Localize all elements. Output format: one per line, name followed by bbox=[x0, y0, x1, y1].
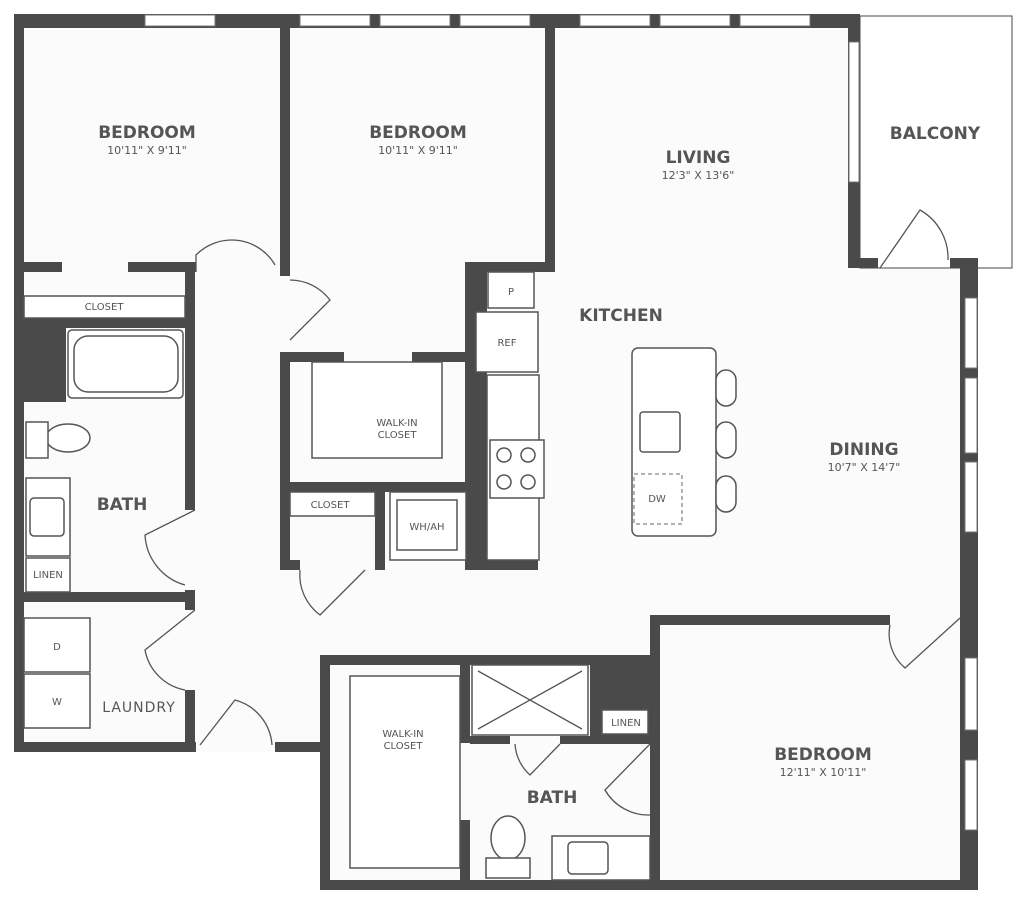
walkin1-shelf bbox=[311, 361, 443, 459]
bedroom3-label: BEDROOM bbox=[774, 745, 872, 765]
stove bbox=[489, 439, 545, 499]
pantry-label: P bbox=[508, 287, 514, 298]
linen1-box bbox=[25, 557, 71, 593]
closet2-label: CLOSET bbox=[311, 500, 351, 511]
closet1-shelf bbox=[23, 295, 186, 319]
walkin1-label-line2: CLOSET bbox=[378, 430, 418, 441]
dishwasher-outline bbox=[633, 473, 683, 525]
toilet2 bbox=[490, 815, 526, 861]
ref-box bbox=[475, 311, 539, 373]
pantry-box bbox=[487, 271, 535, 309]
toilet1 bbox=[45, 423, 91, 453]
bedroom1-size: 10'11" X 9'11" bbox=[107, 144, 187, 157]
bedroom1-label: BEDROOM bbox=[98, 123, 196, 143]
washer-label: W bbox=[52, 697, 62, 708]
bath1-label: BATH bbox=[97, 495, 148, 515]
bedroom2-size: 10'11" X 9'11" bbox=[378, 144, 458, 157]
bedroom2-label: BEDROOM bbox=[369, 123, 467, 143]
linen2-box bbox=[601, 709, 649, 735]
dining-size: 10'7" X 14'7" bbox=[828, 461, 901, 474]
bath2-label: BATH bbox=[527, 788, 578, 808]
washer-box bbox=[23, 673, 91, 729]
dw-label: DW bbox=[648, 494, 666, 505]
bedroom3-size: 12'11" X 10'11" bbox=[780, 766, 867, 779]
dryer-box bbox=[23, 617, 91, 673]
balcony-label: BALCONY bbox=[890, 124, 981, 144]
windows bbox=[144, 14, 978, 831]
whah-label: WH/AH bbox=[409, 522, 444, 533]
walkin2-label-line2: CLOSET bbox=[384, 741, 424, 752]
dining-label: DINING bbox=[829, 440, 898, 460]
dryer-label: D bbox=[53, 642, 61, 653]
linen1-label: LINEN bbox=[33, 570, 63, 581]
laundry-label: LAUNDRY bbox=[102, 700, 176, 716]
balcony-outline bbox=[859, 15, 1013, 269]
living-label: LIVING bbox=[666, 148, 731, 168]
fixtures bbox=[23, 271, 737, 881]
living-size: 12'3" X 13'6" bbox=[662, 169, 735, 182]
linen2-label: LINEN bbox=[611, 718, 641, 729]
ref-label: REF bbox=[497, 338, 516, 349]
walkin2-shelf bbox=[349, 675, 461, 869]
island-sink bbox=[639, 411, 681, 453]
kitchen-label: KITCHEN bbox=[579, 306, 663, 326]
closet1-label: CLOSET bbox=[85, 302, 125, 313]
closet2-shelf bbox=[289, 491, 376, 517]
walkin1-label-line1: WALK-IN bbox=[376, 418, 417, 429]
walkin2-label-line1: WALK-IN bbox=[382, 729, 423, 740]
